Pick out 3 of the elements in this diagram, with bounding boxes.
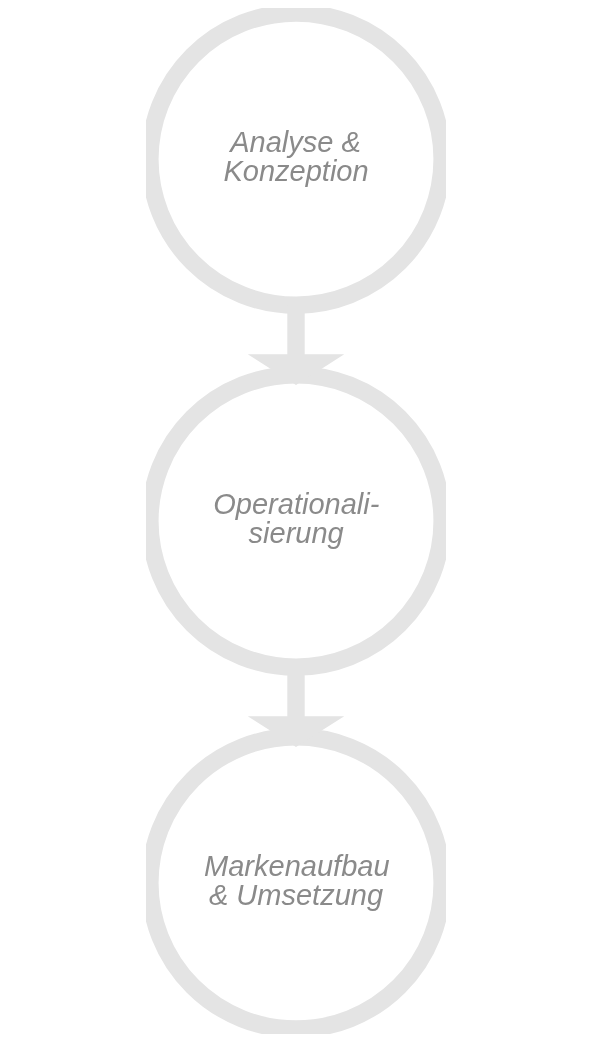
node-circle: Markenaufbau & Umsetzung (146, 728, 446, 1034)
node-circle: Analyse & Konzeption (146, 8, 446, 314)
node-circle: Operationali- sierung (146, 366, 446, 676)
